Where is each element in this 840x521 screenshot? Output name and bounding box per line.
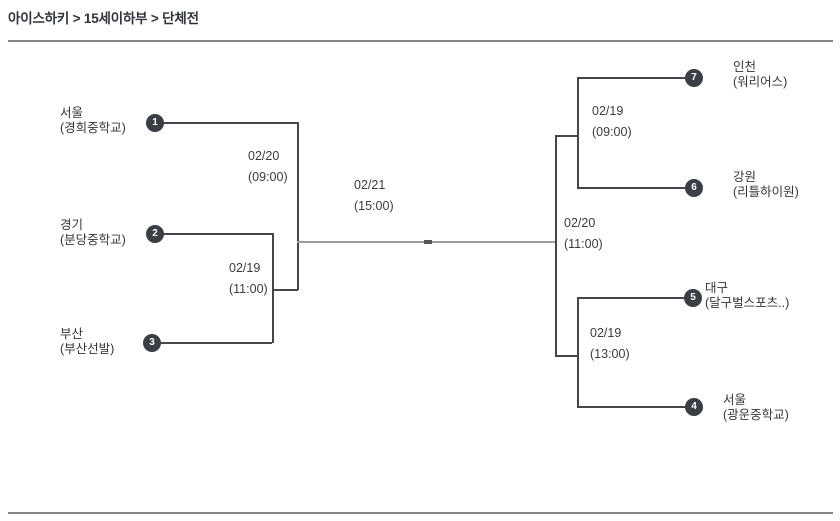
match-time: (11:00) <box>564 237 603 251</box>
connector-left-semifinal <box>297 122 299 290</box>
match-label-right-qf-bottom: 02/19 (13:00) <box>590 323 630 365</box>
match-label-final: 02/21 (15:00) <box>354 175 394 217</box>
team-club: (경희중학교) <box>60 121 126 135</box>
match-label-left-qualifier: 02/19 (11:00) <box>229 258 268 300</box>
seed-badge-4: 4 <box>685 398 703 416</box>
match-date: 02/19 <box>229 261 261 275</box>
connector-left-qualifier <box>272 233 274 343</box>
match-label-right-semifinal: 02/20 (11:00) <box>564 213 603 255</box>
match-label-left-semifinal: 02/20 (09:00) <box>248 146 288 188</box>
match-date: 02/21 <box>354 178 386 192</box>
team-region: 인천 <box>733 60 757 74</box>
connector-right-qf-bottom-out <box>555 355 578 357</box>
match-time: (15:00) <box>354 199 394 213</box>
connector-team3-line <box>152 342 272 344</box>
connector-right-qf-top <box>577 77 579 188</box>
team-entry-seed6: 강원 (리틀하이원) <box>733 170 799 200</box>
team-club: (리틀하이원) <box>733 185 799 199</box>
team-entry-seed3: 부산 (부산선발) <box>60 327 114 357</box>
match-date: 02/20 <box>564 216 596 230</box>
seed-badge-1: 1 <box>146 114 164 132</box>
team-club: (부산선발) <box>60 342 115 356</box>
seed-badge-6: 6 <box>685 179 703 197</box>
team-club: (분당중학교) <box>60 233 126 247</box>
final-marker-dot <box>424 240 432 244</box>
team-region: 대구 <box>705 281 729 295</box>
divider-top <box>8 40 833 42</box>
breadcrumb[interactable]: 아이스하키 > 15세이하부 > 단체전 <box>8 11 199 26</box>
team-region: 부산 <box>60 327 84 341</box>
team-club: (광운중학교) <box>723 408 789 422</box>
match-date: 02/20 <box>248 149 280 163</box>
team-club: (달구벌스포츠..) <box>705 296 790 310</box>
seed-badge-3: 3 <box>143 334 161 352</box>
connector-team6-line <box>577 187 694 189</box>
match-time: (13:00) <box>590 347 630 361</box>
seed-badge-2: 2 <box>146 225 164 243</box>
connector-team5-line <box>577 297 693 299</box>
team-club: (워리어스) <box>733 75 788 89</box>
connector-left-qualifier-out <box>272 289 298 291</box>
match-date: 02/19 <box>590 326 622 340</box>
connector-team7-line <box>577 77 694 79</box>
connector-right-qf-top-out <box>555 135 578 137</box>
match-label-right-qf-top: 02/19 (09:00) <box>592 101 632 143</box>
match-time: (09:00) <box>248 170 288 184</box>
match-time: (11:00) <box>229 282 268 296</box>
connector-right-qf-bottom <box>577 297 579 407</box>
seed-badge-5: 5 <box>684 289 702 307</box>
team-entry-seed1: 서울 (경희중학교) <box>60 106 126 136</box>
team-entry-seed4: 서울 (광운중학교) <box>723 393 789 423</box>
team-region: 강원 <box>733 170 757 184</box>
divider-bottom <box>8 512 833 514</box>
connector-team1-line <box>155 122 297 124</box>
team-entry-seed2: 경기 (분당중학교) <box>60 218 126 248</box>
team-entry-seed7: 인천 (워리어스) <box>733 60 787 90</box>
connector-right-semifinal <box>555 135 557 356</box>
connector-team4-line <box>577 406 694 408</box>
connector-team2-line <box>155 233 272 235</box>
team-entry-seed5: 대구 (달구벌스포츠..) <box>705 281 789 311</box>
team-region: 서울 <box>60 106 84 120</box>
match-date: 02/19 <box>592 104 624 118</box>
team-region: 경기 <box>60 218 84 232</box>
seed-badge-7: 7 <box>685 69 703 87</box>
match-time: (09:00) <box>592 125 632 139</box>
team-region: 서울 <box>723 393 747 407</box>
